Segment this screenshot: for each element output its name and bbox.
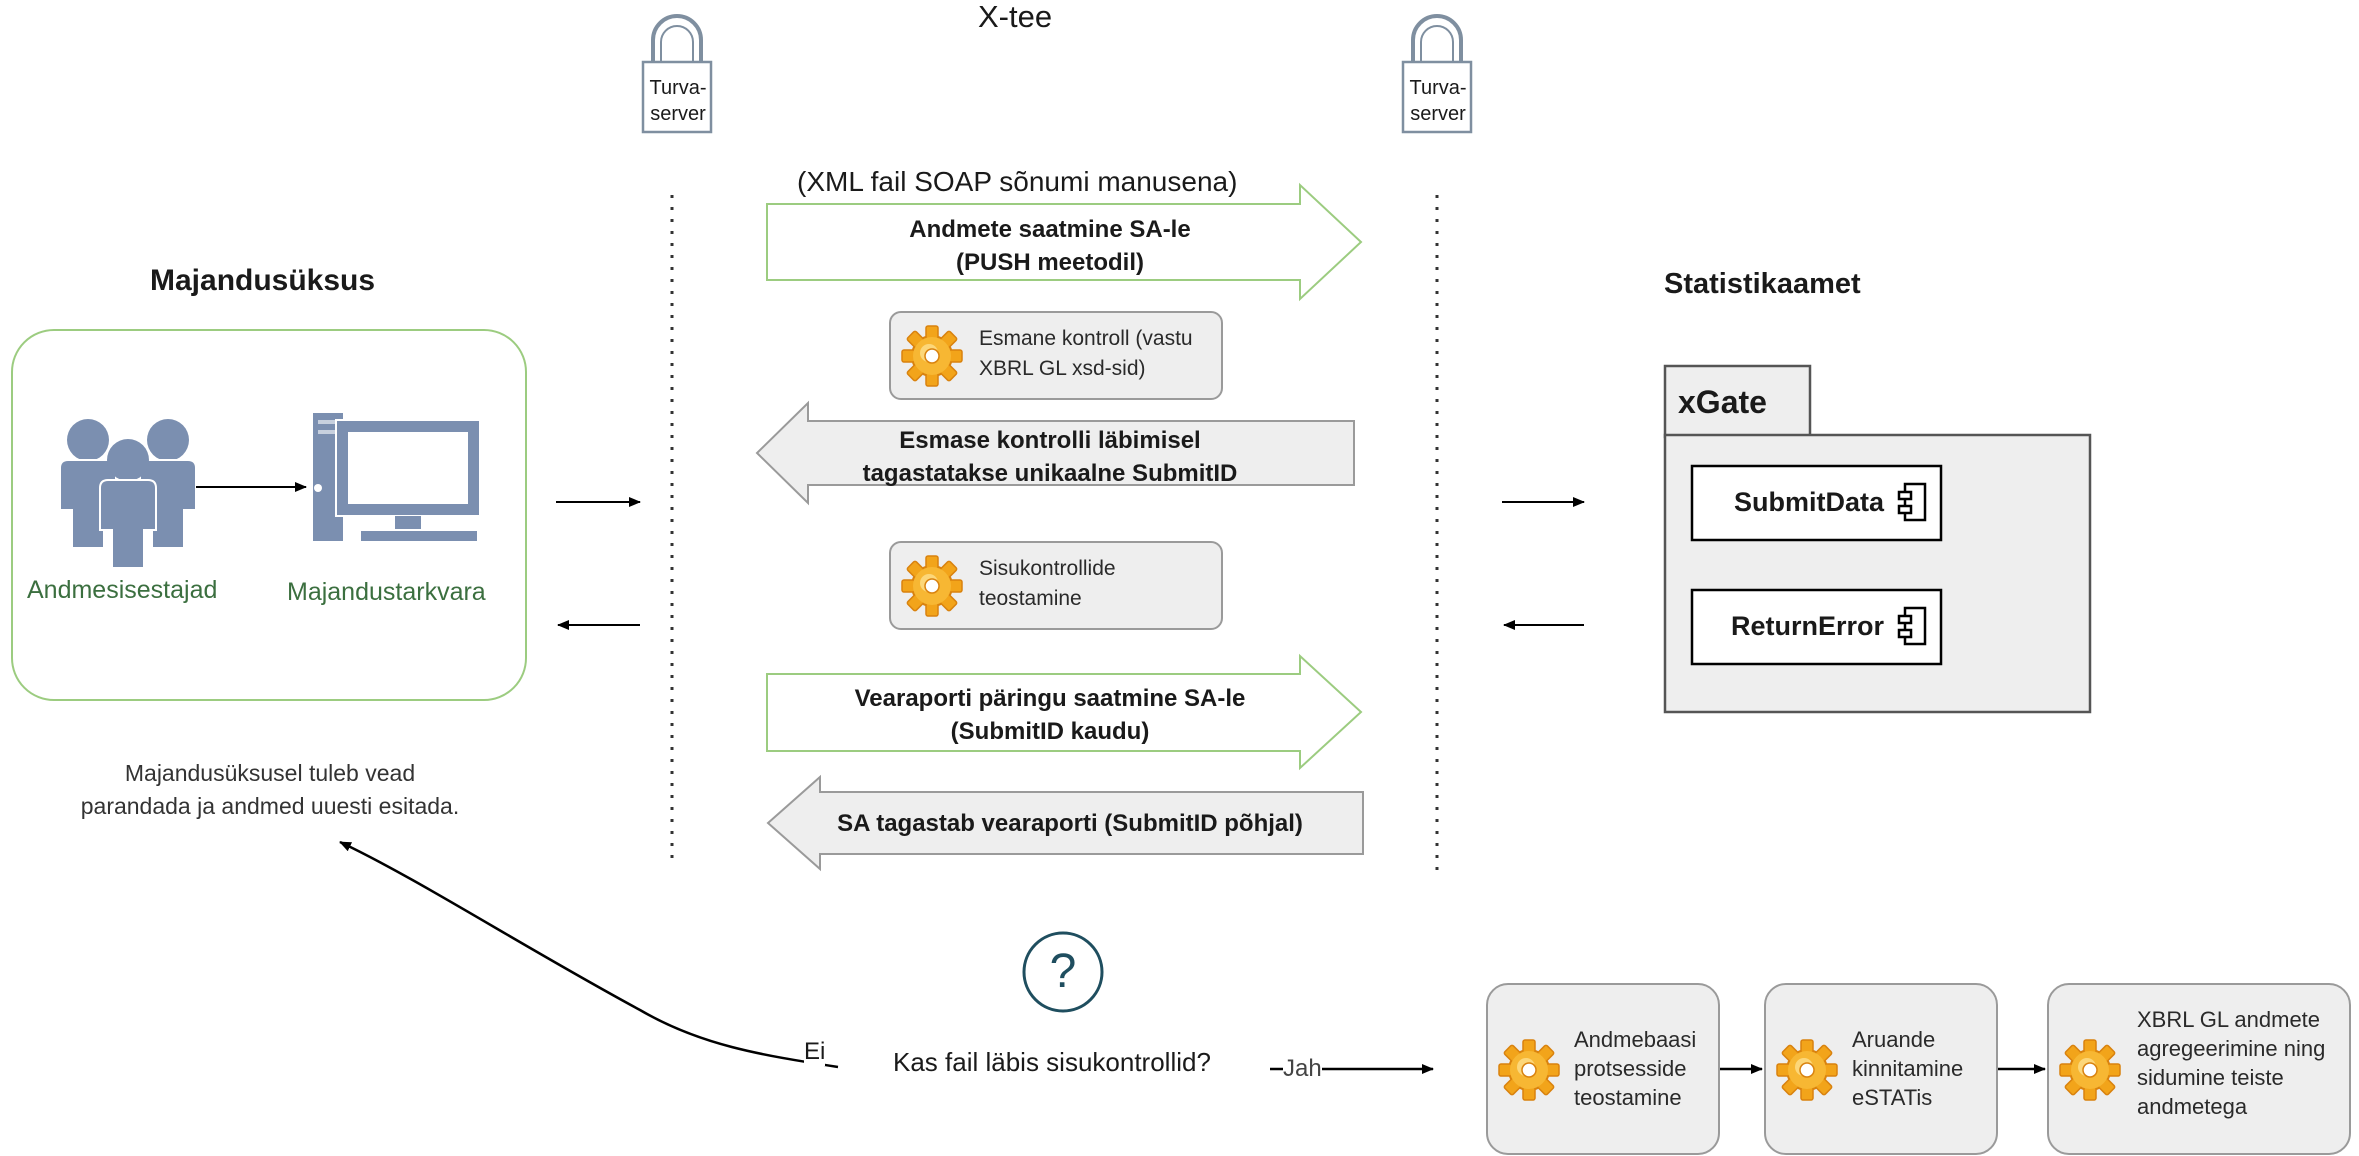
step2-line2: kinnitamine xyxy=(1852,1056,1964,1081)
push-line2: (PUSH meetodil) xyxy=(955,249,1144,276)
security-server-right-line2: server xyxy=(1410,103,1466,125)
initial-check-box: Esmane kontroll (vastu XBRL GL xsd-sid) xyxy=(889,311,1223,400)
gear-icon xyxy=(2059,1039,2121,1101)
xgate-label: xGate xyxy=(1678,384,1767,420)
step2-line1: Aruande xyxy=(1852,1027,1936,1052)
xgate-package xyxy=(1663,364,2092,714)
return-id-arrow xyxy=(755,400,1355,506)
check1-line1: Esmane kontroll (vastu xyxy=(979,327,1193,350)
step1-line3: teostamine xyxy=(1574,1085,1682,1110)
left-party-note: Majandusüksusel tuleb vead parandada ja … xyxy=(20,757,520,823)
security-server-label-left: Turva- server xyxy=(633,75,723,127)
soap-note: (XML fail SOAP sõnumi manusena) xyxy=(797,166,1238,197)
content-check-text: Sisukontrollide teostamine xyxy=(979,554,1116,614)
check2-line1: Sisukontrollide xyxy=(979,557,1116,580)
return-id-label: Esmase kontrolli läbimisel tagastatakse … xyxy=(790,424,1310,490)
right-party-title: Statistikaamet xyxy=(1664,268,1861,300)
no-label: Ei xyxy=(804,1038,826,1066)
error-request-label: Vearaporti päringu saatmine SA-le (Submi… xyxy=(790,682,1310,748)
return-id-line1: Esmase kontrolli läbimisel xyxy=(899,427,1201,454)
step-data-aggregation: XBRL GL andmete agregeerimine ning sidum… xyxy=(2047,983,2351,1155)
error-req-line1: Vearaporti päringu saatmine SA-le xyxy=(854,685,1246,712)
question-icon xyxy=(1022,931,1104,1013)
software-label: Majandustarkvara xyxy=(287,578,486,606)
security-server-right-line1: Turva- xyxy=(1409,77,1467,99)
no-arrow xyxy=(339,840,839,1069)
gear-icon xyxy=(1776,1039,1838,1101)
security-server-label-right: Turva- server xyxy=(1393,75,1483,127)
step3-line1: XBRL GL andmete xyxy=(2137,1007,2321,1032)
step3-line4: andmetega xyxy=(2137,1094,2248,1119)
error-request-arrow xyxy=(766,653,1363,771)
step3-line2: agregeerimine ning xyxy=(2137,1036,2326,1061)
push-line1: Andmete saatmine SA-le xyxy=(909,216,1191,243)
computer-icon xyxy=(311,411,481,543)
security-server-left-line2: server xyxy=(650,103,706,125)
xtee-label: X-tee xyxy=(978,0,1053,34)
initial-check-text: Esmane kontroll (vastu XBRL GL xsd-sid) xyxy=(979,324,1193,384)
note-line1: Majandusüksusel tuleb vead xyxy=(124,760,416,786)
step2-text: Aruande kinnitamine eSTATis xyxy=(1852,1025,1963,1112)
security-server-left-line1: Turva- xyxy=(649,77,707,99)
step1-text: Andmebaasi protsesside teostamine xyxy=(1574,1025,1696,1112)
step-report-confirmation: Aruande kinnitamine eSTATis xyxy=(1764,983,1998,1155)
left-party-title: Majandusüksus xyxy=(150,264,376,297)
question-mark: ? xyxy=(1049,945,1077,998)
push-data-arrow xyxy=(766,182,1363,302)
returnerror-label: ReturnError xyxy=(1731,611,1885,641)
step1-line2: protsesside xyxy=(1574,1056,1687,1081)
push-data-label: Andmete saatmine SA-le (PUSH meetodil) xyxy=(790,213,1310,279)
error-return-label: SA tagastab vearaporti (SubmitID põhjal) xyxy=(837,810,1303,837)
decision-question: Kas fail läbis sisukontrollid? xyxy=(893,1047,1211,1077)
error-req-line2: (SubmitID kaudu) xyxy=(950,718,1150,745)
check2-line2: teostamine xyxy=(979,587,1082,610)
gear-icon xyxy=(901,555,963,617)
step-database-processes: Andmebaasi protsesside teostamine xyxy=(1486,983,1720,1155)
submitdata-label: SubmitData xyxy=(1734,487,1885,517)
step3-text: XBRL GL andmete agregeerimine ning sidum… xyxy=(2137,1005,2325,1121)
yes-label: Jah xyxy=(1283,1055,1322,1083)
gear-icon xyxy=(901,325,963,387)
check1-line2: XBRL GL xsd-sid) xyxy=(979,357,1146,380)
step3-line3: sidumine teiste xyxy=(2137,1065,2284,1090)
return-id-line2: tagastatakse unikaalne SubmitID xyxy=(862,460,1238,487)
users-icon xyxy=(59,418,197,569)
gear-icon xyxy=(1498,1039,1560,1101)
step2-line3: eSTATis xyxy=(1852,1085,1933,1110)
error-return-arrow xyxy=(766,774,1364,872)
content-check-box: Sisukontrollide teostamine xyxy=(889,541,1223,630)
step1-line1: Andmebaasi xyxy=(1574,1027,1697,1052)
note-line2: parandada ja andmed uuesti esitada. xyxy=(80,793,460,819)
users-label: Andmesisestajad xyxy=(27,576,218,604)
